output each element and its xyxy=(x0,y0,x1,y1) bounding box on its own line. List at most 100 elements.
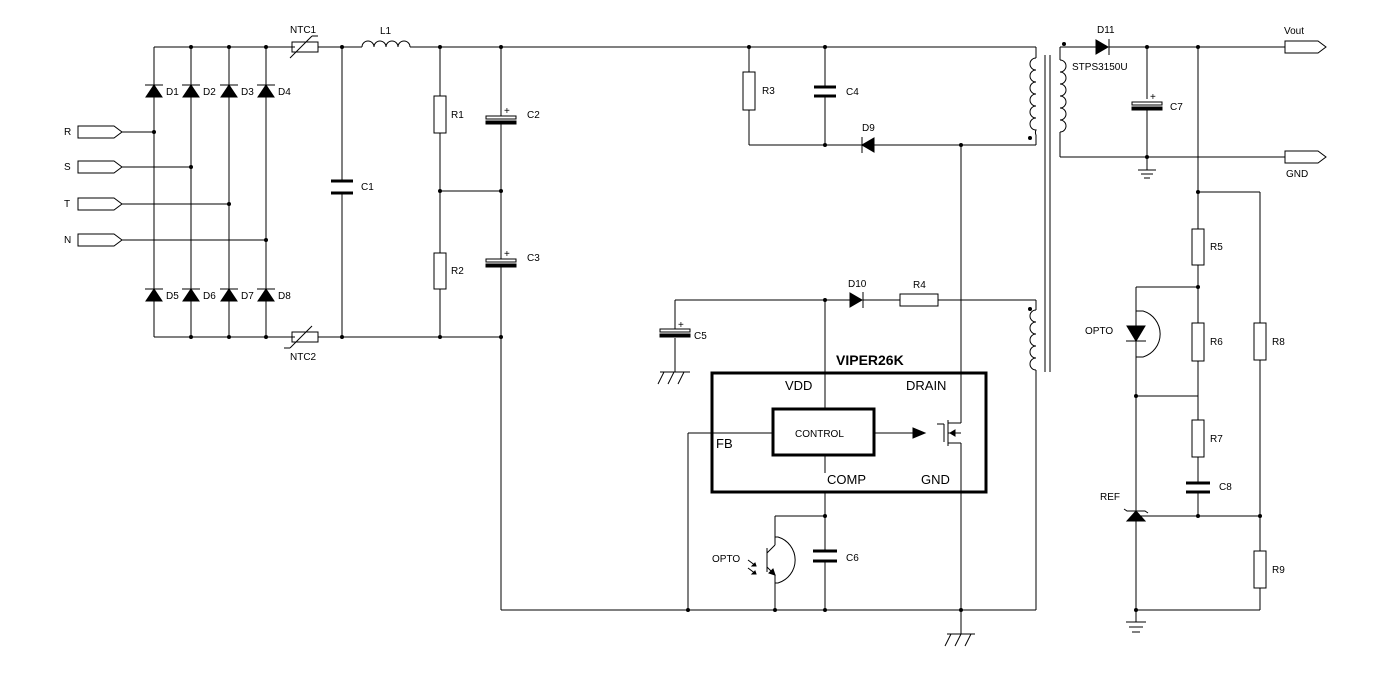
svg-text:D3: D3 xyxy=(241,87,254,98)
svg-text:C1: C1 xyxy=(361,182,374,193)
svg-text:VDD: VDD xyxy=(785,378,812,393)
svg-text:D2: D2 xyxy=(203,87,216,98)
diode-d6: D6 xyxy=(182,288,216,302)
capacitor-c7: + C7 xyxy=(1131,92,1183,113)
svg-text:FB: FB xyxy=(716,436,733,451)
svg-text:T: T xyxy=(64,199,70,210)
secondary-wires xyxy=(1059,45,1285,170)
input-connector-s: S xyxy=(64,160,123,174)
svg-text:NTC1: NTC1 xyxy=(290,25,317,36)
bleeder-network xyxy=(438,47,503,610)
resistor-r3: R3 xyxy=(742,71,775,111)
ground-feedback xyxy=(1126,621,1146,633)
svg-text:+: + xyxy=(504,106,510,117)
svg-text:R3: R3 xyxy=(762,86,775,97)
svg-text:+: + xyxy=(1150,92,1156,103)
svg-text:GND: GND xyxy=(921,472,950,487)
svg-text:L1: L1 xyxy=(380,26,392,37)
svg-text:D1: D1 xyxy=(166,87,179,98)
svg-text:VIPER26K: VIPER26K xyxy=(836,352,904,368)
svg-text:R4: R4 xyxy=(913,280,926,291)
diode-d7: D7 xyxy=(220,288,254,302)
resistor-r6: R6 xyxy=(1191,322,1223,362)
svg-text:D4: D4 xyxy=(278,87,291,98)
diode-d4: D4 xyxy=(257,84,291,98)
svg-text:NTC2: NTC2 xyxy=(290,352,317,363)
svg-text:C2: C2 xyxy=(527,110,540,121)
svg-text:OPTO: OPTO xyxy=(712,554,740,565)
svg-text:DRAIN: DRAIN xyxy=(906,378,946,393)
diode-d3: D3 xyxy=(220,84,254,98)
capacitor-c5: + C5 xyxy=(659,320,707,342)
capacitor-c4: C4 xyxy=(814,85,859,98)
input-wires xyxy=(122,130,268,242)
thermistor-ntc1: NTC1 xyxy=(289,25,319,59)
input-connector-t: T xyxy=(64,197,123,211)
svg-text:C3: C3 xyxy=(527,253,540,264)
resistor-r8: R8 xyxy=(1253,322,1285,361)
svg-text:R9: R9 xyxy=(1272,565,1285,576)
svg-text:R7: R7 xyxy=(1210,434,1223,445)
transformer xyxy=(1028,42,1067,372)
svg-text:D11: D11 xyxy=(1097,25,1115,36)
svg-text:REF: REF xyxy=(1100,492,1120,503)
mosfet-icon xyxy=(937,420,961,446)
output-connector-gnd: GND xyxy=(1284,150,1327,180)
thermistor-ntc2: NTC2 xyxy=(284,325,319,363)
capacitor-c3: + C3 xyxy=(485,249,540,268)
svg-text:GND: GND xyxy=(1286,169,1308,180)
svg-text:D7: D7 xyxy=(241,291,254,302)
svg-text:R: R xyxy=(64,127,71,138)
feedback-wires xyxy=(1134,47,1262,622)
resistor-r7: R7 xyxy=(1191,419,1223,458)
svg-text:D8: D8 xyxy=(278,291,291,302)
svg-text:D6: D6 xyxy=(203,291,216,302)
input-connector-n: N xyxy=(64,233,123,247)
resistor-r4: R4 xyxy=(899,280,939,307)
svg-text:OPTO: OPTO xyxy=(1085,326,1113,337)
ground-secondary xyxy=(1138,169,1156,179)
svg-text:Vout: Vout xyxy=(1284,26,1304,37)
opto-led: OPTO xyxy=(1085,310,1161,358)
capacitor-c2: + C2 xyxy=(485,106,540,125)
control-block: CONTROL xyxy=(771,407,876,457)
svg-text:C5: C5 xyxy=(694,331,707,342)
output-connector-vout: Vout xyxy=(1284,26,1327,54)
svg-text:R1: R1 xyxy=(451,110,464,121)
svg-text:R8: R8 xyxy=(1272,337,1285,348)
diode-d2: D2 xyxy=(182,84,216,98)
svg-text:D9: D9 xyxy=(862,123,875,134)
svg-text:R2: R2 xyxy=(451,266,464,277)
ground-primary xyxy=(944,633,975,647)
capacitor-c6: C6 xyxy=(813,549,859,564)
diode-d1: D1 xyxy=(145,84,179,98)
diode-d10: D10 xyxy=(848,279,867,308)
svg-text:R6: R6 xyxy=(1210,337,1223,348)
comp-fb-wires xyxy=(501,432,1036,612)
main-wires-left xyxy=(318,45,501,339)
svg-text:CONTROL: CONTROL xyxy=(795,429,844,440)
resistor-r1: R1 xyxy=(433,95,464,134)
aux-supply-wires xyxy=(674,298,1037,610)
capacitor-c1: C1 xyxy=(331,179,374,195)
ic-viper26k: VIPER26K VDD DRAIN FB COMP GND CONTROL xyxy=(710,352,988,494)
svg-text:D5: D5 xyxy=(166,291,179,302)
inductor-l1: L1 xyxy=(361,26,411,48)
clamp-network xyxy=(748,47,1037,147)
ground-aux xyxy=(657,371,690,385)
svg-text:D10: D10 xyxy=(848,279,867,290)
svg-text:S: S xyxy=(64,162,71,173)
diode-d8: D8 xyxy=(257,288,291,302)
shunt-reference-ref: REF xyxy=(1100,492,1149,522)
svg-text:C7: C7 xyxy=(1170,102,1183,113)
resistor-r9: R9 xyxy=(1253,550,1285,589)
top-bus xyxy=(410,45,1037,58)
diode-d9: D9 xyxy=(861,123,875,153)
opto-transistor: OPTO xyxy=(712,536,796,584)
svg-text:N: N xyxy=(64,235,71,246)
svg-text:+: + xyxy=(678,320,684,331)
capacitor-c8: C8 xyxy=(1186,481,1232,494)
svg-text:STPS3150U: STPS3150U xyxy=(1072,62,1128,73)
resistor-r5: R5 xyxy=(1191,228,1223,266)
svg-text:C8: C8 xyxy=(1219,482,1232,493)
